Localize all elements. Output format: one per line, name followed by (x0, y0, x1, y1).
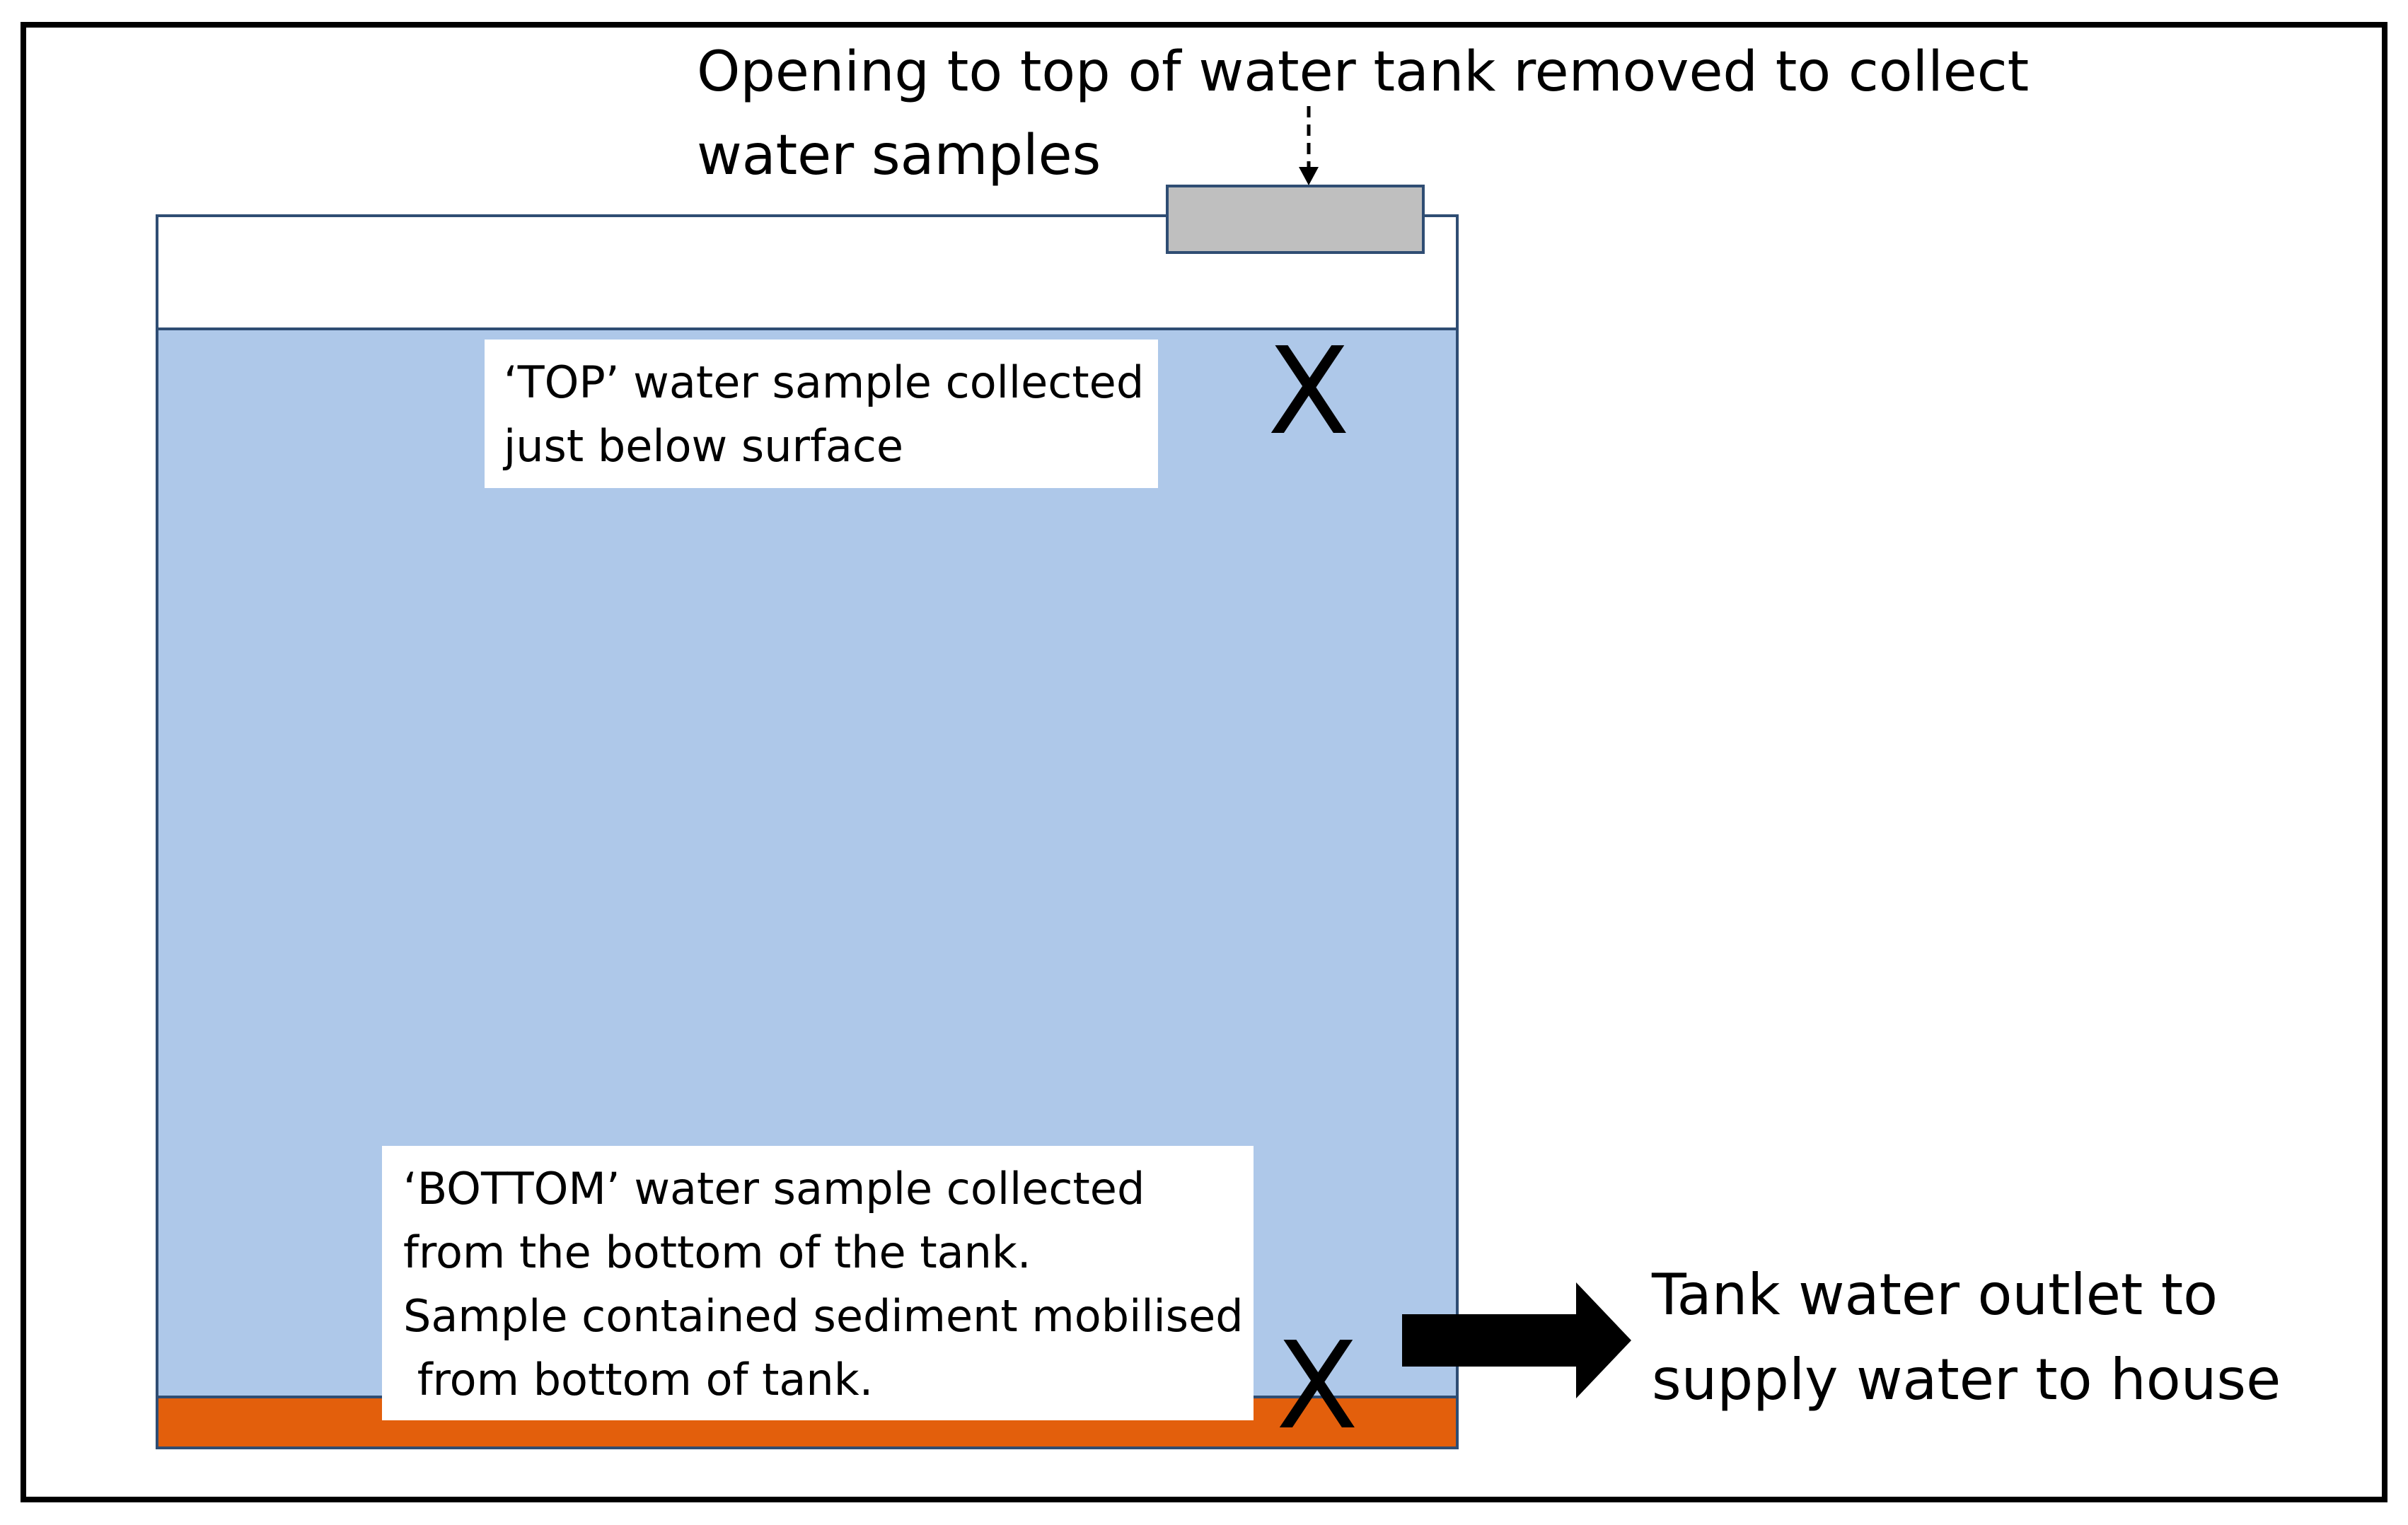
outlet-label-line1: Tank water outlet to (1651, 1262, 2218, 1328)
bottom-sample-callout-box (382, 1146, 1254, 1420)
opening-label: Opening to top of water tank removed to … (697, 40, 2047, 187)
top-sample-marker: X (1268, 322, 1350, 462)
bottom-sample-line1: ‘BOTTOM’ water sample collected (403, 1163, 1145, 1214)
outlet-arrow (1402, 1282, 1631, 1398)
outlet-label: Tank water outlet to supply water to hou… (1651, 1262, 2281, 1413)
bottom-sample-line4: from bottom of tank. (403, 1354, 873, 1405)
top-sample-line2: just below surface (502, 420, 903, 472)
outlet-label-line2: supply water to house (1652, 1347, 2281, 1413)
bottom-sample-callout: ‘BOTTOM’ water sample collected from the… (403, 1163, 1257, 1405)
tank-lid-opening (1166, 185, 1425, 254)
bottom-sample-line3: Sample contained sediment mobilised (403, 1290, 1244, 1342)
top-sample-line1: ‘TOP’ water sample collected (504, 356, 1144, 408)
bottom-sample-line2: from the bottom of the tank. (403, 1227, 1031, 1278)
top-sample-callout-box (485, 340, 1158, 488)
opening-label-line2: water samples (697, 124, 1101, 187)
lid-pointer-arrowhead (1299, 167, 1319, 185)
top-sample-callout: ‘TOP’ water sample collected just below … (502, 356, 1158, 472)
opening-label-line1: Opening to top of water tank removed to … (697, 40, 2029, 104)
bottom-sample-marker: X (1276, 1316, 1358, 1456)
